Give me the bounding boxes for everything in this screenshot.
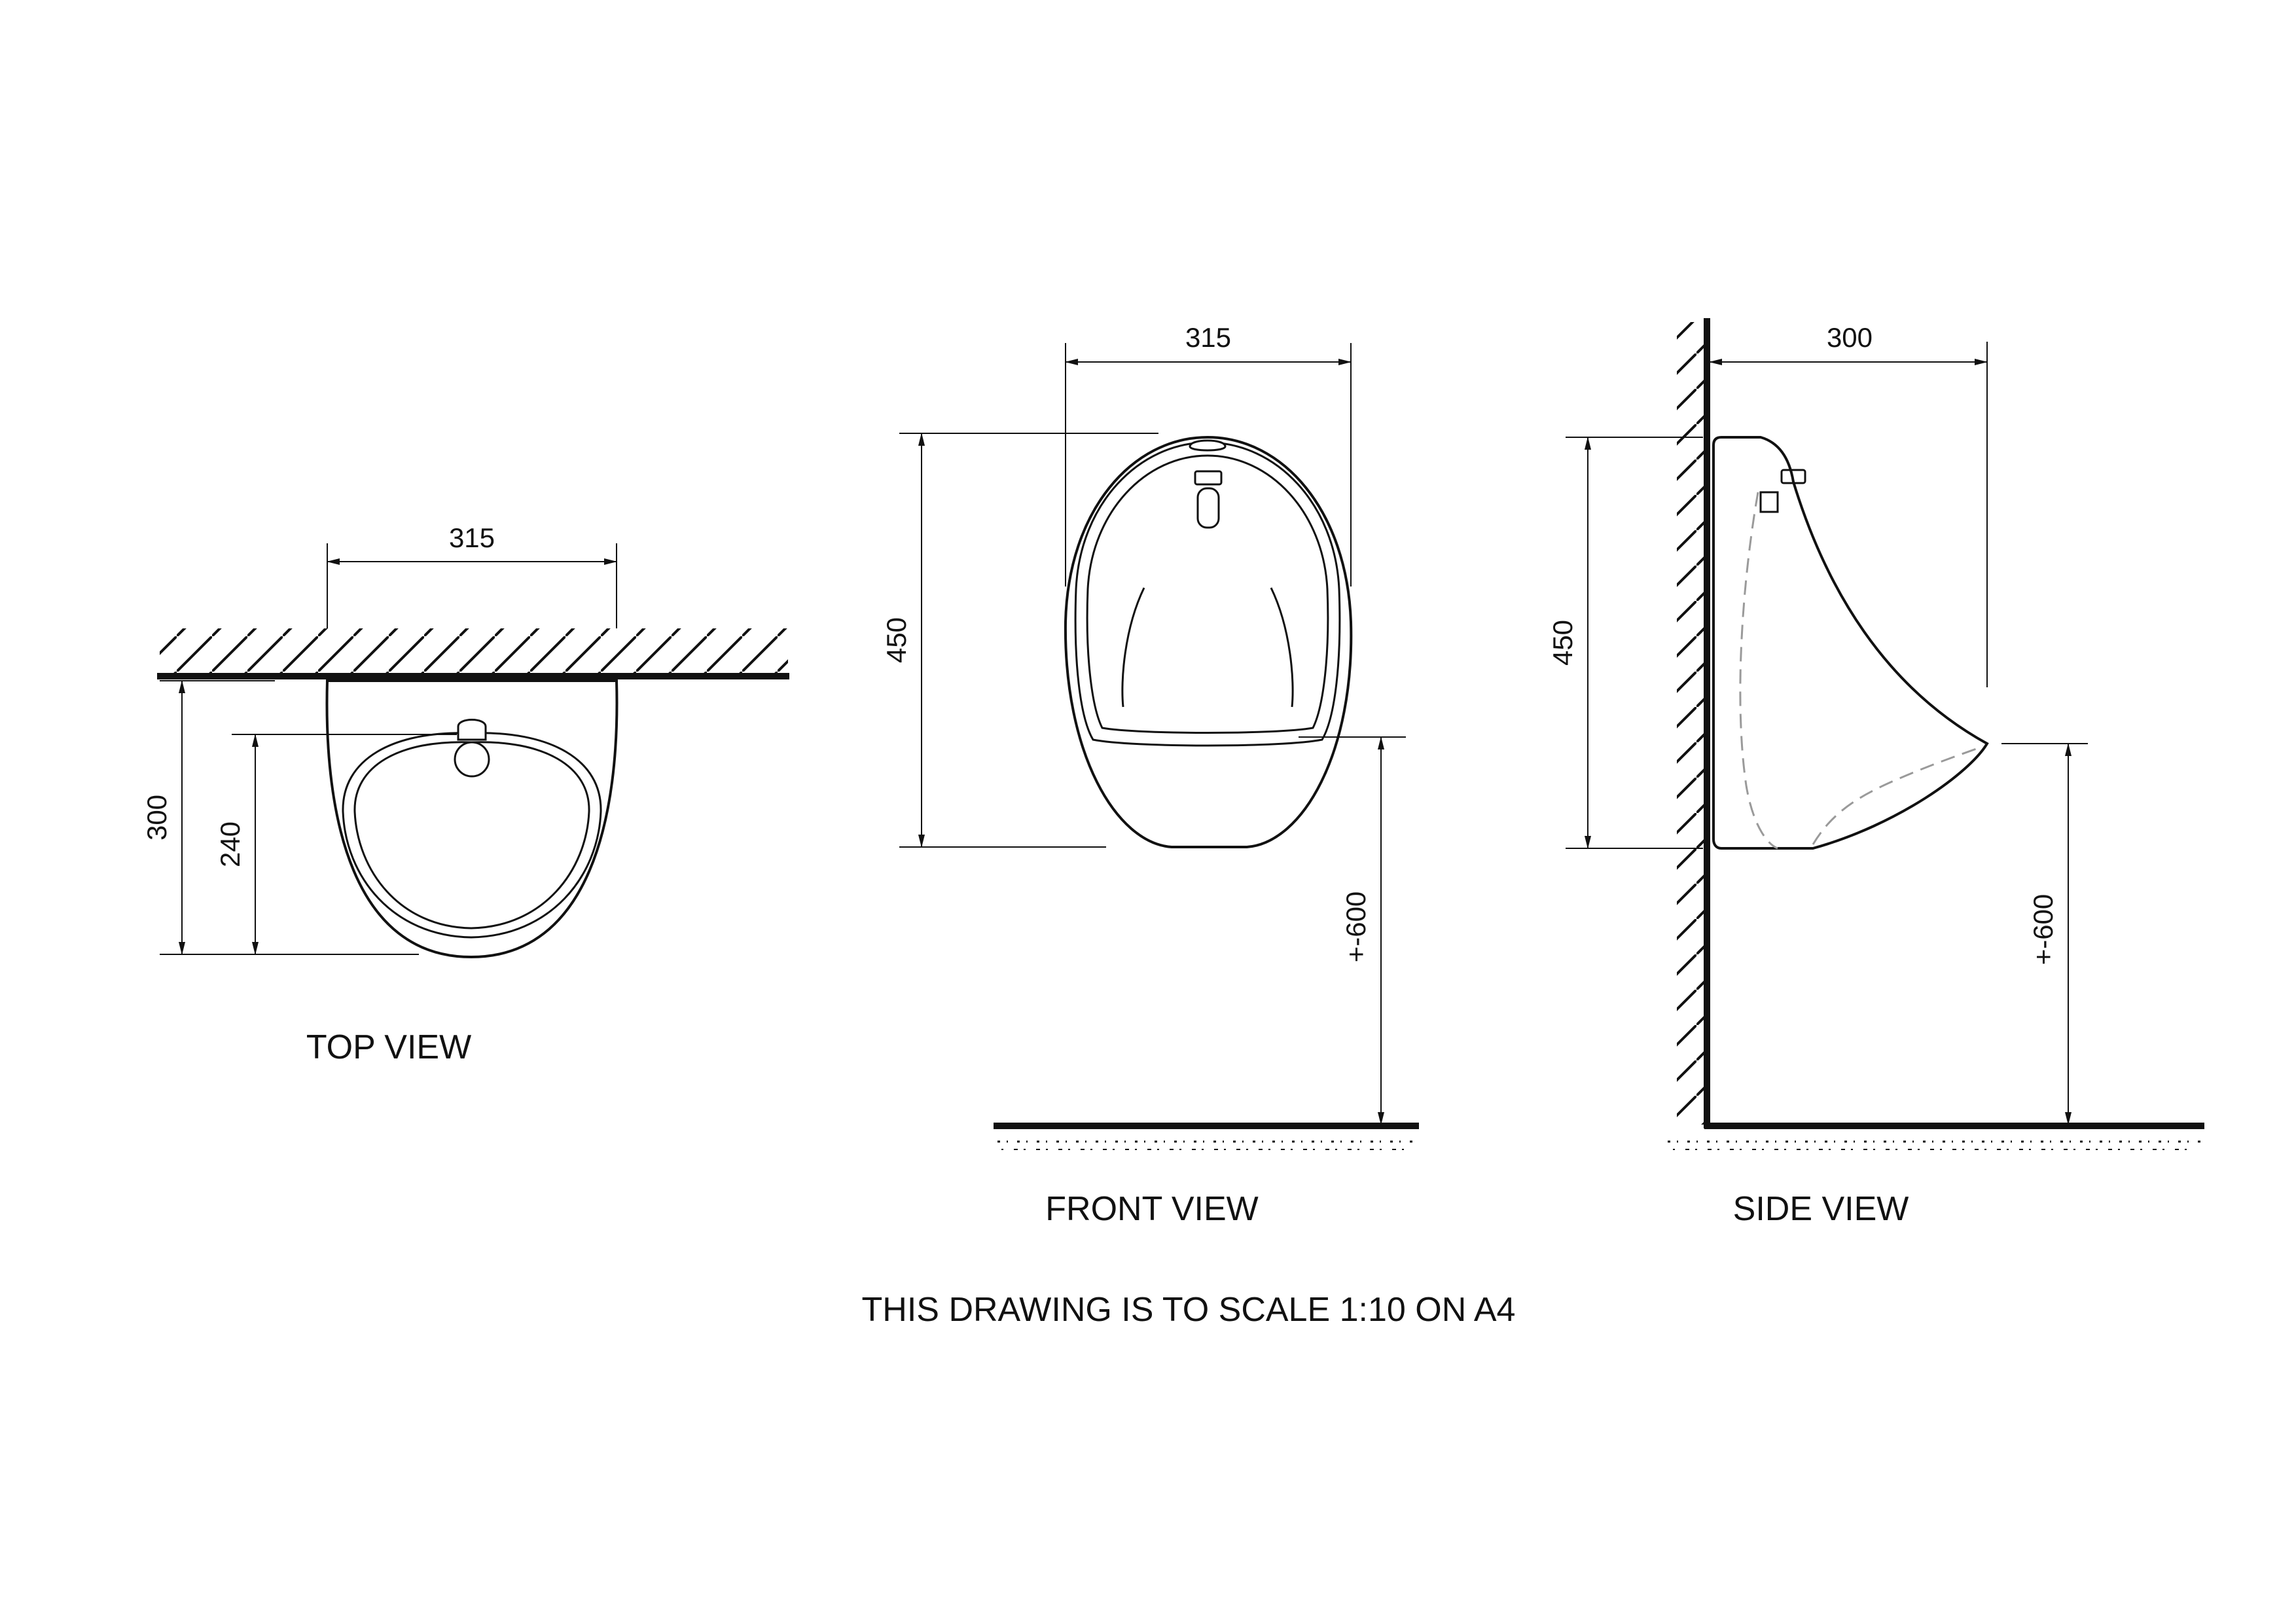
top-view-depth-dimension [160,680,419,955]
front-view-rim-slot [1189,439,1227,452]
top-view-width-label: 315 [449,522,495,553]
top-view-wall-hatch [157,628,789,679]
scale-note: THIS DRAWING IS TO SCALE 1:10 ON A4 [862,1291,1516,1329]
side-view-hidden-lines [1739,492,1984,850]
side-view-urinal-outline [1712,436,1989,850]
front-view-back-contour-right [1270,587,1294,708]
top-view-title: TOP VIEW [306,1028,471,1066]
side-view-height-dimension [1566,437,1703,849]
side-view-floor [1668,1123,2204,1150]
side-view-mount-label: +-600 [2028,894,2058,965]
side-view-depth-dimension [1709,342,1988,687]
front-view-rim-inner [1086,454,1329,734]
front-view-mount-label: +-600 [1340,892,1371,963]
front-view-height-dimension [899,433,1158,848]
top-view-width-dimension [327,543,617,628]
front-view-width-label: 315 [1185,322,1231,353]
top-view-bowl-dimension [232,734,457,955]
front-view-title: FRONT VIEW [1045,1190,1258,1228]
side-view-wall [1677,318,1710,1128]
side-view-spreader [1759,469,1806,513]
top-view-depth-label: 300 [141,795,172,840]
front-view-spreader [1194,470,1223,529]
side-view-title: SIDE VIEW [1733,1190,1909,1228]
side-view-mount-dimension [2001,743,2088,1125]
front-view-mount-dimension [1299,736,1406,1125]
top-view-urinal-outline [325,679,619,959]
front-view-floor [994,1123,1419,1150]
top-view-bowl-rim [342,732,602,939]
top-view-bowl-label: 240 [215,821,245,867]
side-view-height-label: 450 [1547,620,1578,666]
side-view-depth-label: 300 [1827,322,1873,353]
front-view: 315 450 +-600 [881,322,1419,1150]
front-view-urinal-outline [1064,435,1353,848]
top-view-bowl-inner [353,741,590,929]
front-view-back-contour-left [1121,587,1145,708]
side-view: 300 450 +-600 [1547,318,2204,1150]
top-view-inlet [454,719,490,778]
front-view-height-label: 450 [881,617,912,663]
top-view: 315 300 240 [141,522,789,959]
front-view-width-dimension [1065,343,1352,586]
front-view-rim-outer [1074,441,1341,747]
